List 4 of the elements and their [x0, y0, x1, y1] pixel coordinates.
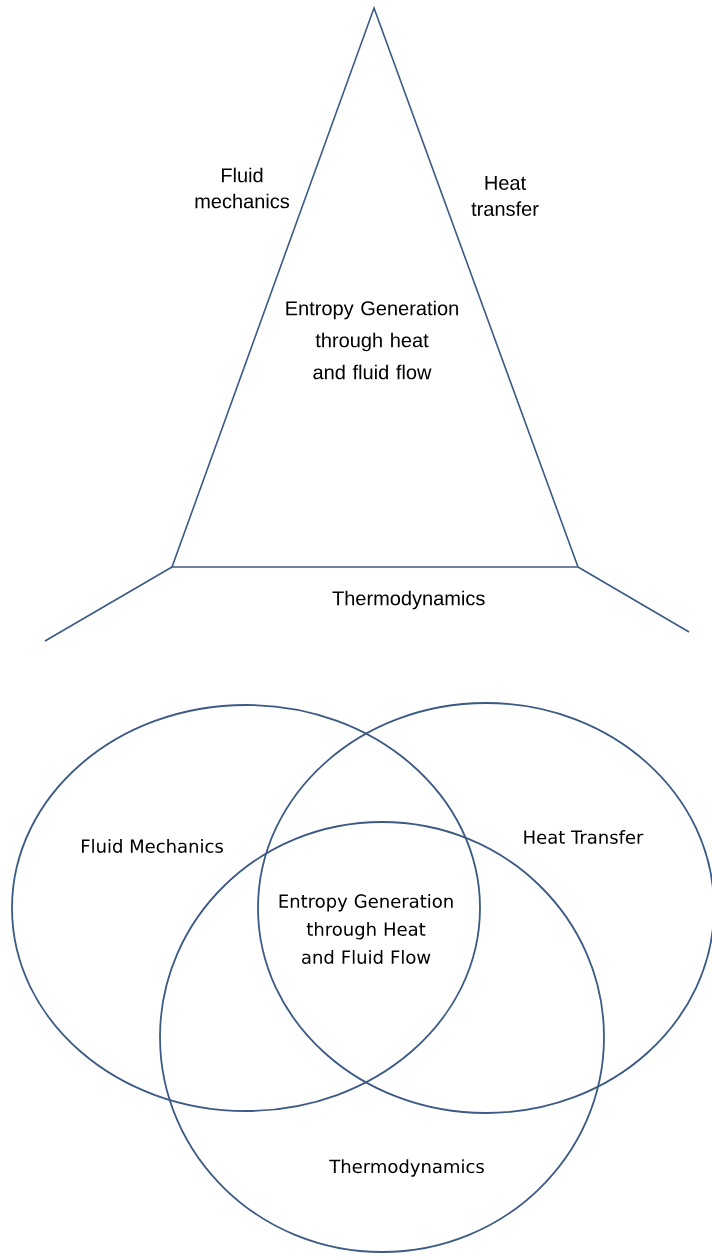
side-label: Fluid mechanics: [195, 167, 290, 209]
side-label: Heat transfer: [471, 176, 539, 216]
side-label: Thermodynamics: [332, 590, 485, 610]
overlap-label: Entropy Generation through Heat and Fluid Flow: [279, 894, 453, 964]
